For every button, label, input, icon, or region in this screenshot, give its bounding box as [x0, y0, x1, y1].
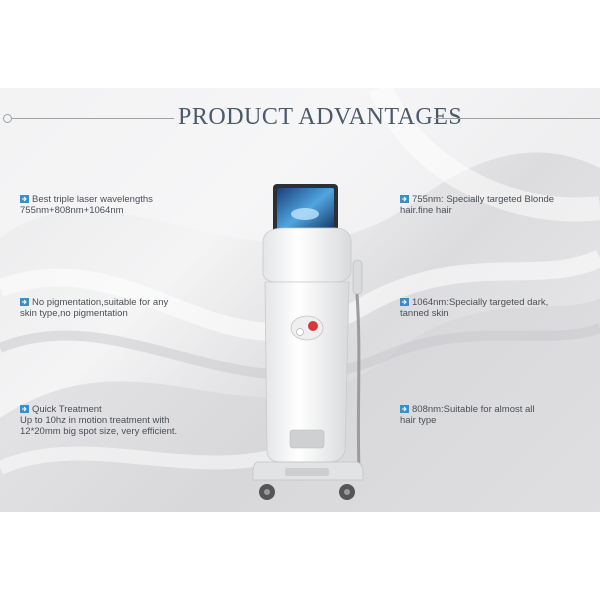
feature-left-3: Quick Treatment Up to 10hz in motion tre… — [20, 404, 177, 437]
feature-left-2: No pigmentation,suitable for any skin ty… — [20, 297, 168, 319]
feature-right-1: 755nm: Specially targeted Blonde hair.fi… — [400, 194, 554, 216]
feature-text: Quick Treatment — [32, 404, 102, 415]
feature-text: 755nm+808nm+1064nm — [20, 205, 124, 216]
feature-left-1: Best triple laser wavelengths 755nm+808n… — [20, 194, 153, 216]
feature-text: 808nm:Suitable for almost all — [412, 404, 535, 415]
title-dot-ornament — [3, 114, 12, 123]
arrow-bullet-icon — [400, 405, 409, 413]
feature-text: tanned skin — [400, 308, 449, 319]
feature-text: hair.fine hair — [400, 205, 452, 216]
feature-text: 12*20mm big spot size, very efficient. — [20, 426, 178, 437]
feature-text: hair type — [400, 415, 437, 426]
title-divider-left — [12, 118, 174, 119]
arrow-bullet-icon — [20, 298, 29, 306]
feature-text: 1064nm:Specially targeted dark, — [412, 297, 549, 308]
feature-right-2: 1064nm:Specially targeted dark, tanned s… — [400, 297, 548, 319]
feature-text: 755nm: Specially targeted Blonde — [412, 194, 555, 205]
feature-text: No pigmentation,suitable for any — [32, 297, 169, 308]
caster-wheels — [259, 484, 355, 500]
feature-text: skin type,no pigmentation — [20, 308, 128, 319]
feature-right-3: 808nm:Suitable for almost all hair type — [400, 404, 535, 426]
arrow-bullet-icon — [20, 405, 29, 413]
feature-text: Best triple laser wavelengths — [32, 194, 153, 205]
arrow-bullet-icon — [20, 195, 29, 203]
page-title: PRODUCT ADVANTAGES — [178, 104, 463, 130]
control-panel — [290, 315, 324, 341]
handpiece — [352, 259, 363, 295]
title-divider-right — [434, 118, 600, 119]
laser-machine-image — [252, 184, 364, 500]
feature-text: Up to 10hz in motion treatment with — [20, 415, 170, 426]
arrow-bullet-icon — [400, 298, 409, 306]
title-row: PRODUCT ADVANTAGES — [0, 104, 600, 134]
arrow-bullet-icon — [400, 195, 409, 203]
touch-screen — [273, 184, 338, 238]
